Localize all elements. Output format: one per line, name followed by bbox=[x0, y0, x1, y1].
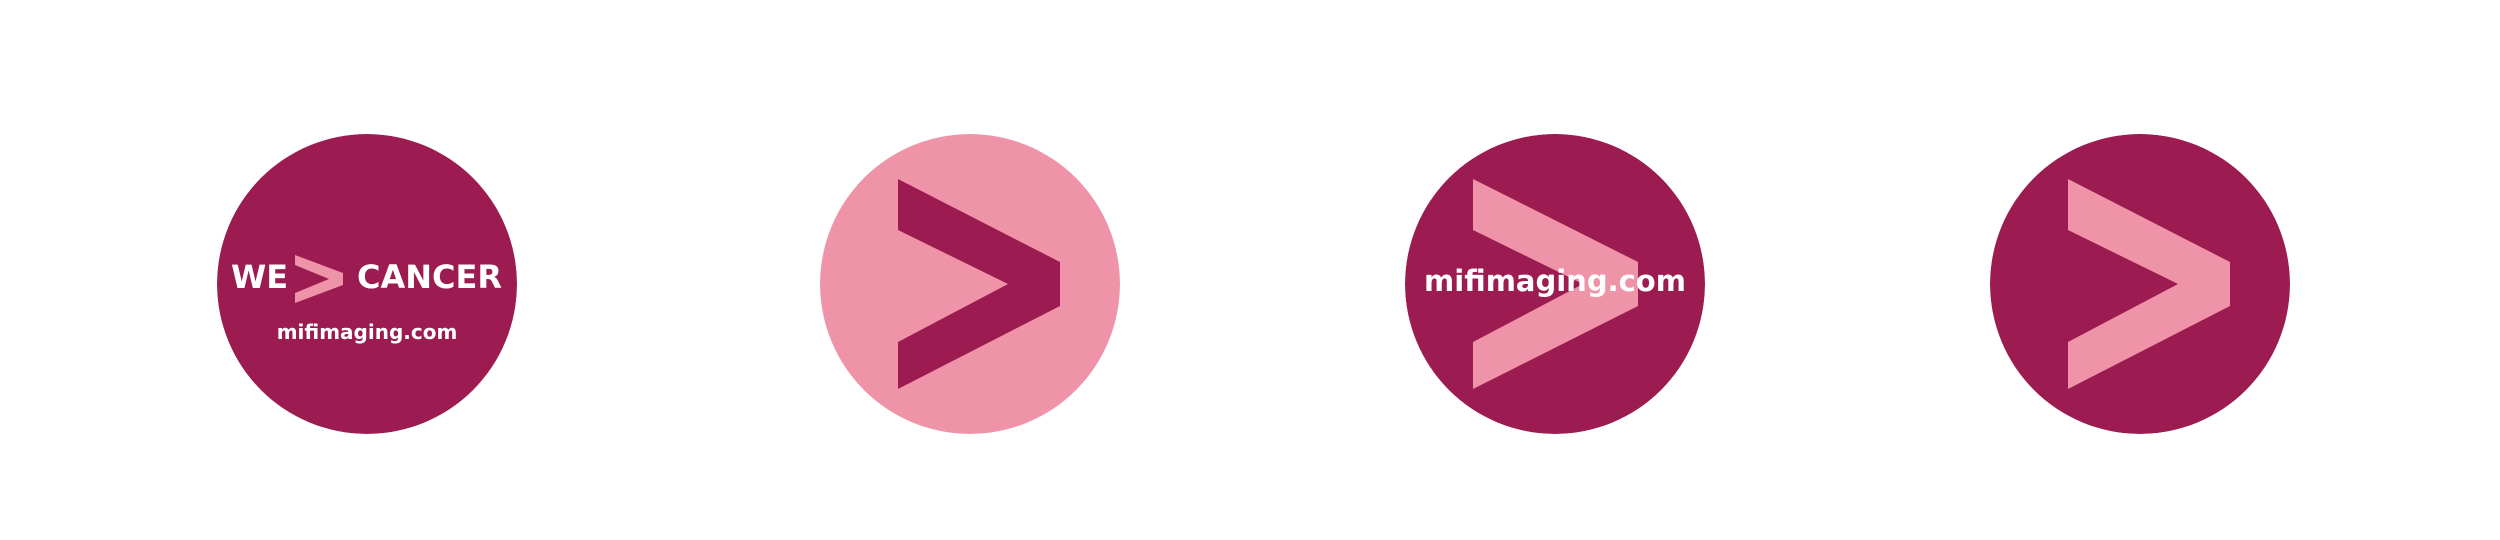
slogan: WE CANCER bbox=[217, 252, 517, 303]
greater-than-icon bbox=[1473, 179, 1638, 389]
chevron-url-badge: mifimaging.com bbox=[1405, 134, 1705, 434]
slogan-word-we: WE bbox=[231, 258, 289, 296]
badge-circle bbox=[1990, 134, 2290, 434]
website-url: mifimaging.com bbox=[276, 320, 458, 344]
magenta-chevron-badge bbox=[1990, 134, 2290, 434]
slogan-word-cancer: CANCER bbox=[357, 258, 503, 296]
badge-circle bbox=[217, 134, 517, 434]
greater-than-icon bbox=[2068, 179, 2230, 389]
badge-circle bbox=[820, 134, 1120, 434]
pink-chevron-badge bbox=[820, 134, 1120, 434]
greater-than-icon bbox=[898, 179, 1060, 389]
website-url: mifimaging.com bbox=[1424, 264, 1686, 298]
greater-than-icon bbox=[295, 255, 343, 303]
we-greater-than-cancer-badge: WE CANCER mifimaging.com bbox=[217, 134, 517, 434]
